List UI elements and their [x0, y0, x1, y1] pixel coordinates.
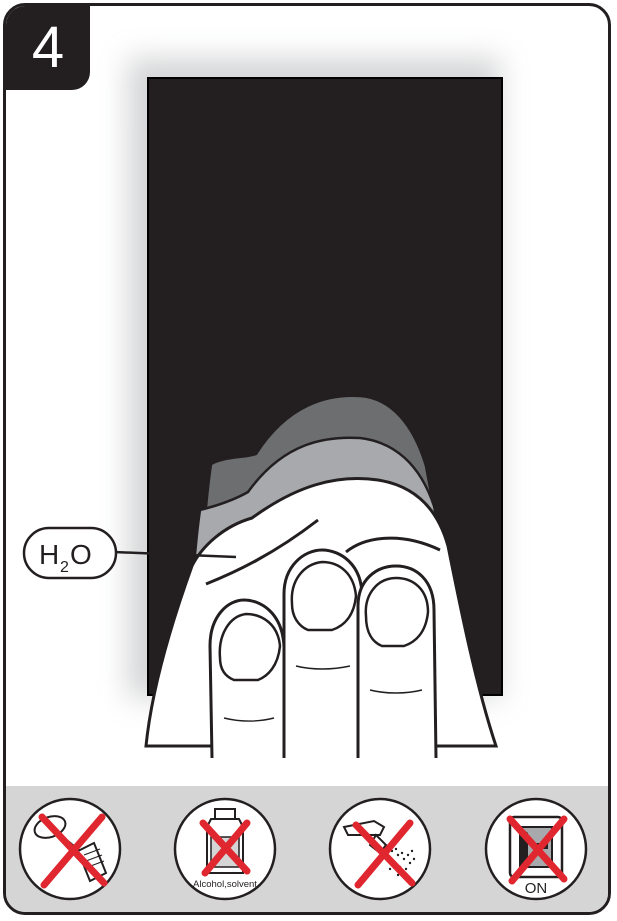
- cleaning-illustration: H 2 O: [6, 6, 608, 786]
- power-on-caption: ON: [525, 880, 548, 897]
- water-label-o: O: [70, 539, 92, 570]
- warning-power-on: ON: [484, 797, 588, 901]
- water-label-subscript: 2: [60, 559, 69, 576]
- step-card: 4: [3, 3, 611, 915]
- power-switch-icon: ON: [484, 797, 588, 901]
- bottle-icon: Alcohol,solvent: [173, 797, 277, 901]
- finger-right: [358, 566, 436, 758]
- spray-icon: [328, 797, 432, 901]
- warning-no-spray: [328, 797, 432, 901]
- finger-left: [210, 600, 286, 758]
- finger-middle: [284, 550, 362, 758]
- solvent-caption: Alcohol,solvent: [193, 879, 257, 890]
- water-label-h: H: [39, 539, 59, 570]
- warning-no-brush: [18, 797, 122, 901]
- warning-no-solvent: Alcohol,solvent: [173, 797, 277, 901]
- brush-icon: [18, 797, 122, 901]
